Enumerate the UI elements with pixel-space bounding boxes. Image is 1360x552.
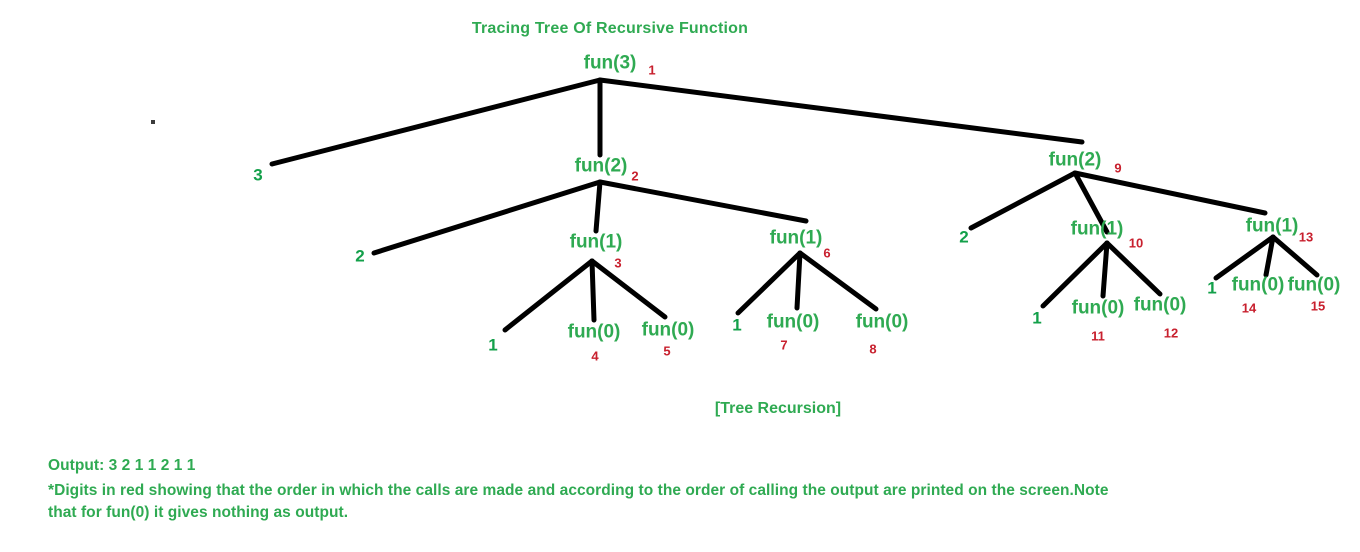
tree-edge [593, 179, 603, 234]
tree-node-label: fun(1) [1245, 215, 1299, 237]
tree-edge [1104, 240, 1163, 297]
tree-edge [1072, 170, 1268, 216]
tree-node-label: fun(1) [569, 231, 623, 253]
call-order-badge: 15 [1310, 298, 1326, 314]
tree-leaf-output-value: 2 [959, 227, 969, 247]
output-line: Output: 3 2 1 1 2 1 1 [48, 457, 196, 474]
tree-node-label: fun(0) [855, 311, 909, 333]
tree-edge [589, 258, 597, 323]
tree-node-label: fun(2) [1048, 149, 1102, 171]
call-order-badge: 8 [869, 341, 877, 357]
tree-leaf-output-value: 2 [355, 246, 365, 266]
tree-node-label: fun(0) [1133, 294, 1187, 316]
tree-edge [371, 179, 603, 256]
tree-node-label: fun(0) [1231, 274, 1285, 296]
tree-edge [1263, 234, 1276, 278]
page-title: Tracing Tree Of Recursive Function [471, 20, 749, 37]
call-order-badge: 5 [663, 343, 671, 359]
call-order-badge: 1 [648, 62, 656, 78]
tree-leaf-output-value: 1 [1207, 278, 1217, 298]
tree-edge [269, 77, 603, 167]
tree-leaf-output-value: 1 [732, 315, 742, 335]
note-line-1: *Digits in red showing that the order in… [48, 482, 1109, 499]
tree-edge [1100, 240, 1110, 299]
tree-edge [589, 258, 668, 320]
tree-leaf-output-value: 1 [488, 335, 498, 355]
tree-edge [597, 179, 809, 224]
tree-node-label: fun(3) [583, 52, 637, 74]
call-order-badge: 13 [1298, 229, 1314, 245]
tree-edge [1213, 234, 1276, 281]
footer-block: Output: 3 2 1 1 2 1 1 *Digits in red sho… [48, 455, 1338, 524]
tree-edge [794, 250, 803, 311]
call-order-badge: 12 [1163, 325, 1179, 341]
tree-node-label: fun(1) [769, 227, 823, 249]
tree-leaf-output-value: 1 [1032, 308, 1042, 328]
tree-node-label: fun(0) [766, 311, 820, 333]
tree-node-label: fun(0) [567, 321, 621, 343]
stray-dot-artifact [151, 120, 155, 124]
tree-node-label: fun(0) [1287, 274, 1341, 296]
tree-edge [502, 258, 595, 333]
figure-caption: [Tree Recursion] [714, 400, 842, 417]
call-order-badge: 2 [631, 168, 639, 184]
call-order-badge: 4 [591, 348, 599, 364]
call-order-badge: 3 [614, 255, 622, 271]
tree-node-label: fun(0) [1071, 297, 1125, 319]
tree-leaf-output-value: 3 [253, 165, 263, 185]
tree-node-label: fun(0) [641, 319, 695, 341]
tree-node-label: fun(1) [1070, 218, 1124, 240]
tree-edge [797, 250, 879, 312]
call-order-badge: 9 [1114, 160, 1122, 176]
call-order-badge: 14 [1241, 300, 1257, 316]
call-order-badge: 10 [1128, 235, 1144, 251]
call-order-badge: 6 [823, 245, 831, 261]
tree-node-label: fun(2) [574, 155, 628, 177]
tree-edge [735, 250, 803, 316]
note-line-2: that for fun(0) it gives nothing as outp… [48, 504, 349, 521]
call-order-badge: 11 [1091, 328, 1105, 344]
tree-edge [597, 77, 1085, 145]
call-order-badge: 7 [780, 337, 788, 353]
tree-edge [968, 170, 1078, 231]
